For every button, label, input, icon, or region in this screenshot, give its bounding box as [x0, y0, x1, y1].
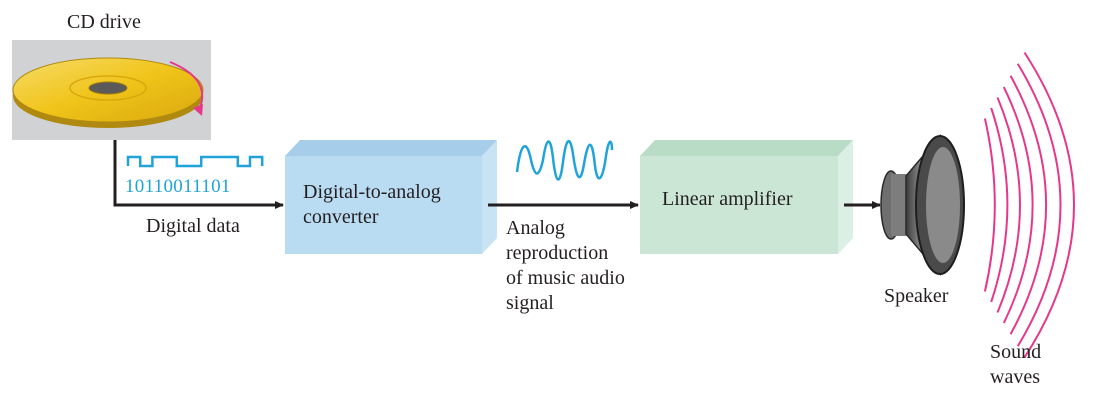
rotation-arrowhead-icon [193, 104, 203, 116]
sound-waves-label: Sound waves [990, 341, 1042, 388]
sound-wave-arc [1002, 86, 1034, 324]
dac-front-face [285, 156, 482, 254]
sound-wave-arc [983, 118, 996, 292]
cd-drive [12, 40, 211, 140]
binary-code-label: 10110011101 [125, 176, 231, 197]
amplifier-label: Linear amplifier [662, 188, 793, 210]
dac-side-face [482, 140, 497, 254]
sound-wave-arc [996, 97, 1021, 313]
sound-wave-arc [1009, 75, 1047, 335]
speaker-icon [880, 133, 965, 277]
cd-drive-label: CD drive [67, 11, 141, 33]
cd-disc-ring [69, 75, 147, 101]
amplifier-block [640, 140, 853, 254]
amplifier-top-face [640, 140, 853, 156]
sound-wave-arc [1016, 63, 1062, 347]
cd-disc-hole [88, 81, 128, 95]
analog-signal-label: Analog reproduction of music audio signa… [506, 217, 625, 314]
amplifier-side-face [838, 140, 853, 254]
speaker-body [891, 174, 909, 236]
cd-to-dac-connector [113, 140, 284, 209]
amplifier-front-face [640, 156, 838, 254]
analog-signal-waveform [515, 140, 614, 181]
sound-waves-icon [983, 51, 1075, 359]
sound-wave-arc [990, 107, 1009, 303]
dac-top-face [285, 140, 497, 156]
dac-label: Digital-to-analog converter [303, 181, 441, 228]
speaker-inner-cone [926, 147, 960, 263]
sound-wave-arc [1023, 51, 1075, 359]
speaker-label: Speaker [884, 285, 949, 307]
digital-data-label: Digital data [146, 215, 240, 237]
dac-block [285, 140, 497, 254]
digital-signal-waveform [126, 155, 264, 168]
